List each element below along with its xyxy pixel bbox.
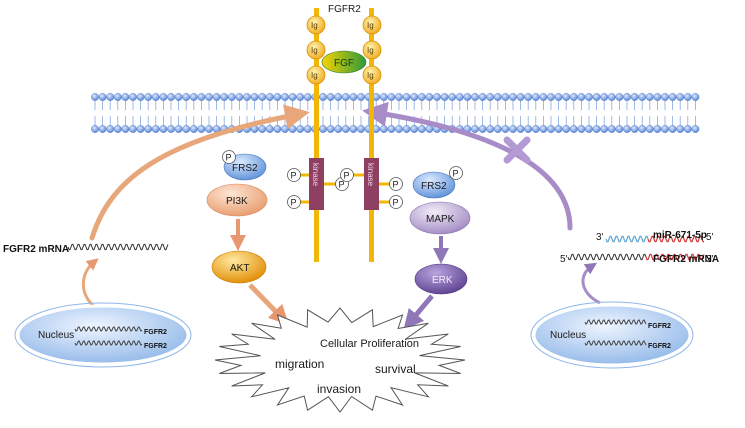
akt-to-outcome-arrow: [248, 283, 289, 326]
left-nucleus: Nucleus FGFR2 FGFR2: [14, 302, 192, 368]
erk-node: ERK: [414, 263, 468, 295]
receptor-right-chain: [369, 8, 374, 262]
svg-text:MAPK: MAPK: [426, 214, 455, 225]
svg-text:FGFR2: FGFR2: [144, 343, 167, 350]
phosphate-icon: P: [222, 150, 236, 164]
svg-text:Ig: Ig: [367, 46, 374, 55]
phosphate-icon: P: [449, 166, 463, 180]
svg-text:FRS2: FRS2: [232, 163, 258, 174]
svg-text:P: P: [226, 153, 232, 163]
phosphate-icon: P: [287, 195, 301, 209]
outcome-migration: migration: [275, 357, 324, 371]
svg-text:Ig: Ig: [311, 21, 318, 30]
left-translation-arrow: [89, 104, 310, 241]
blocked-translation-cross-icon: [503, 136, 531, 164]
mirna-seed-wave: [605, 235, 649, 243]
phosphate-icon: P: [389, 177, 403, 191]
mirna-wave: [647, 235, 704, 243]
svg-text:Nucleus: Nucleus: [550, 330, 586, 341]
right-5prime-bottom: 5': [560, 254, 568, 265]
outcome-title: Cellular Proliferation: [320, 338, 419, 350]
phosphate-icon: P: [389, 195, 403, 209]
right-mrna-wave: [567, 253, 647, 261]
svg-text:PI3K: PI3K: [226, 196, 248, 207]
right-3prime-top: 3': [596, 232, 604, 243]
receptor-title: FGFR2: [328, 4, 361, 15]
membrane-bottom-leaflet: [91, 116, 700, 133]
receptor-left-chain: [314, 8, 319, 262]
ig-domain: Ig: [362, 40, 382, 60]
membrane-top-leaflet: [91, 93, 700, 110]
left-mrna-wave: [67, 243, 169, 251]
svg-text:P: P: [291, 171, 297, 181]
erk-to-outcome-arrow: [403, 294, 434, 330]
ig-domain: Ig: [306, 15, 326, 35]
svg-text:P: P: [453, 169, 459, 179]
svg-text:Ig: Ig: [367, 71, 374, 80]
right-transcription-arrow: [581, 262, 601, 305]
cell-membrane: [91, 93, 700, 133]
ig-domain: Ig: [306, 40, 326, 60]
mapk-node: MAPK: [409, 201, 471, 235]
mirna-label: miR-671-5p: [653, 230, 707, 241]
kinase-domain-left: kinase: [309, 158, 324, 210]
ig-domain: Ig: [306, 65, 326, 85]
outcome-invasion: invasion: [317, 382, 361, 396]
svg-text:P: P: [339, 180, 345, 190]
phosphate-icon: P: [340, 168, 354, 182]
left-mrna-label: FGFR2 mRNA: [3, 244, 69, 255]
outcome-survival: survival: [375, 362, 416, 376]
svg-text:kinase: kinase: [366, 163, 375, 187]
svg-text:FGF: FGF: [334, 58, 354, 69]
svg-text:Ig: Ig: [367, 21, 374, 30]
phosphate-icon: P: [287, 168, 301, 182]
svg-text:AKT: AKT: [230, 263, 249, 274]
svg-text:Ig: Ig: [311, 71, 318, 80]
svg-text:P: P: [291, 198, 297, 208]
akt-node: AKT: [211, 250, 267, 284]
ig-domain: Ig: [362, 15, 382, 35]
svg-text:P: P: [344, 171, 350, 181]
right-3prime-bottom: 3': [706, 254, 714, 265]
svg-text:Nucleus: Nucleus: [38, 330, 74, 341]
svg-text:kinase: kinase: [311, 163, 320, 187]
right-5prime-top: 5': [706, 232, 714, 243]
right-nucleus: Nucleus FGFR2 FGFR2: [530, 301, 694, 369]
svg-text:Ig: Ig: [311, 46, 318, 55]
svg-text:FGFR2: FGFR2: [144, 329, 167, 336]
kinase-domain-right: kinase: [364, 158, 379, 210]
outcome-starburst: [214, 307, 466, 413]
ig-domain: Ig: [362, 65, 382, 85]
fgf-ligand: FGF: [321, 50, 367, 74]
svg-text:FRS2: FRS2: [421, 181, 447, 192]
right-mrna-label: FGFR2 mRNA: [653, 254, 719, 265]
svg-text:ERK: ERK: [432, 275, 453, 286]
pi3k-node: PI3K: [206, 183, 268, 217]
svg-text:P: P: [393, 180, 399, 190]
svg-text:FGFR2: FGFR2: [648, 323, 671, 330]
right-mrna-target-wave: [645, 253, 705, 261]
svg-text:P: P: [393, 198, 399, 208]
svg-text:FGFR2: FGFR2: [648, 343, 671, 350]
right-frs2: FRS2: [412, 171, 456, 199]
